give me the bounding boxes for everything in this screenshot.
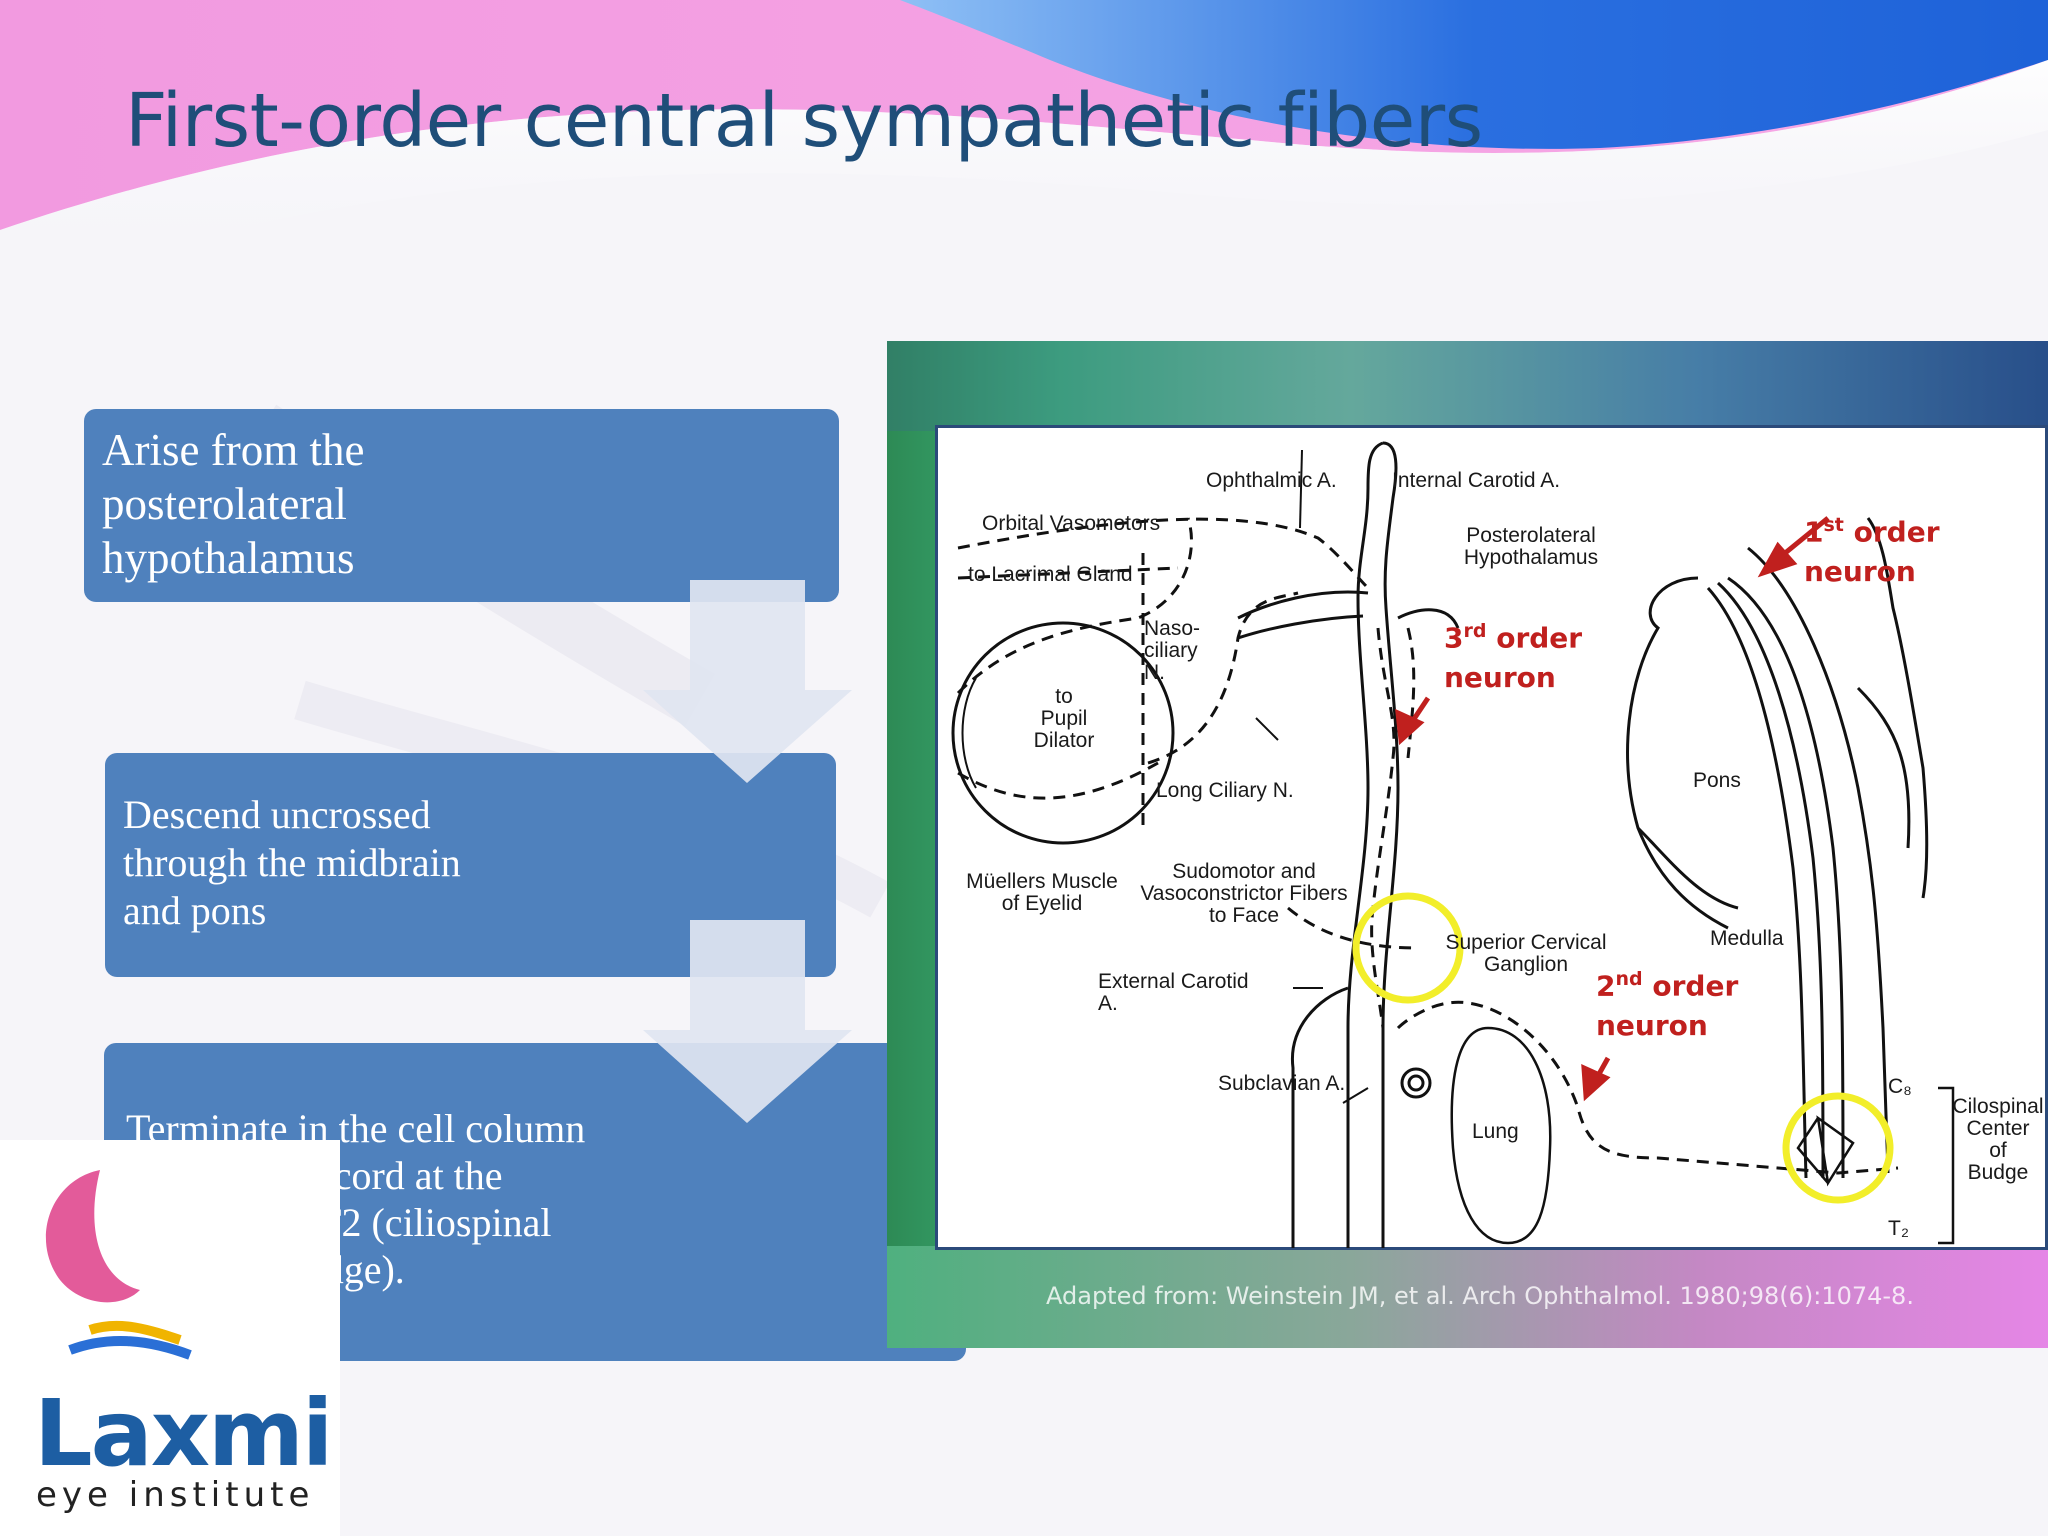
- sympathetic-pathway-drawing: [951, 441, 1955, 1248]
- label-medulla: Medulla: [1710, 927, 1784, 950]
- first-order-sup: st: [1823, 514, 1844, 536]
- label-internal-carotid: Internal Carotid A.: [1392, 469, 1561, 492]
- second-order-rest: order neuron: [1596, 969, 1739, 1042]
- label-nasociliary: Naso- ciliary N.: [1144, 617, 1201, 685]
- label-external-carotid: External Carotid A.: [1098, 970, 1249, 1016]
- third-order-num: 3: [1444, 621, 1464, 655]
- label-sudomotor: Sudomotor and Vasoconstrictor Fibers to …: [1140, 860, 1348, 928]
- third-order-sup: rd: [1463, 620, 1487, 642]
- label-muellers-muscle: Müellers Muscle of Eyelid: [966, 870, 1118, 916]
- highlight-circle-ciliospinal: [1782, 1092, 1894, 1204]
- label-superior-cervical: Superior Cervical Ganglion: [1445, 931, 1607, 977]
- label-posterolateral-hypothalamus: Posterolateral Hypothalamus: [1463, 524, 1599, 570]
- label-t2: T₂: [1888, 1217, 1909, 1240]
- label-pons: Pons: [1693, 769, 1741, 792]
- flow-step-2: Descend uncrossed through the midbrain a…: [105, 753, 836, 977]
- slide-title: First-order central sympathetic fibers: [125, 78, 1483, 164]
- flow-step-1: Arise from the posterolateral hypothalam…: [84, 409, 839, 602]
- diagram-citation: Adapted from: Weinstein JM, et al. Arch …: [1046, 1282, 1914, 1310]
- label-lung: Lung: [1472, 1120, 1519, 1143]
- third-order-rest: order neuron: [1444, 621, 1583, 694]
- label-pupil-dilator: to Pupil Dilator: [1033, 685, 1095, 753]
- label-second-order-neuron: 2nd order neuron: [1596, 966, 1738, 1045]
- label-ciliospinal-center: Cilospinal Center of Budge: [1952, 1095, 2044, 1185]
- label-first-order-neuron: 1st order neuron: [1804, 512, 2045, 591]
- label-c8: C₈: [1888, 1075, 1912, 1098]
- label-subclavian: Subclavian A.: [1218, 1072, 1346, 1095]
- second-order-sup: nd: [1615, 968, 1643, 990]
- label-long-ciliary: Long Ciliary N.: [1156, 779, 1294, 802]
- logo-emblem: [45, 1170, 192, 1360]
- flow-step-1-text: Arise from the posterolateral hypothalam…: [102, 425, 365, 583]
- second-order-num: 2: [1596, 969, 1616, 1003]
- first-order-rest: order neuron: [1804, 515, 1940, 588]
- flow-step-2-text: Descend uncrossed through the midbrain a…: [123, 792, 461, 933]
- down-arrow-1: [643, 580, 852, 783]
- logo-tagline: eye institute: [36, 1475, 315, 1515]
- first-order-num: 1: [1804, 515, 1824, 549]
- label-ophthalmic: Ophthalmic A.: [1206, 469, 1337, 492]
- label-orbital-vasomotors: Orbital Vasomotors: [982, 512, 1161, 535]
- highlight-circle-superior-cervical: [1352, 892, 1464, 1004]
- logo-name: Laxmi: [34, 1380, 333, 1487]
- label-lacrimal: to Lacrimal Gland: [968, 563, 1133, 586]
- down-arrow-2: [643, 920, 852, 1123]
- diagram-panel: Ophthalmic A. Internal Carotid A. Orbita…: [935, 425, 2048, 1250]
- label-third-order-neuron: 3rd order neuron: [1444, 618, 1582, 697]
